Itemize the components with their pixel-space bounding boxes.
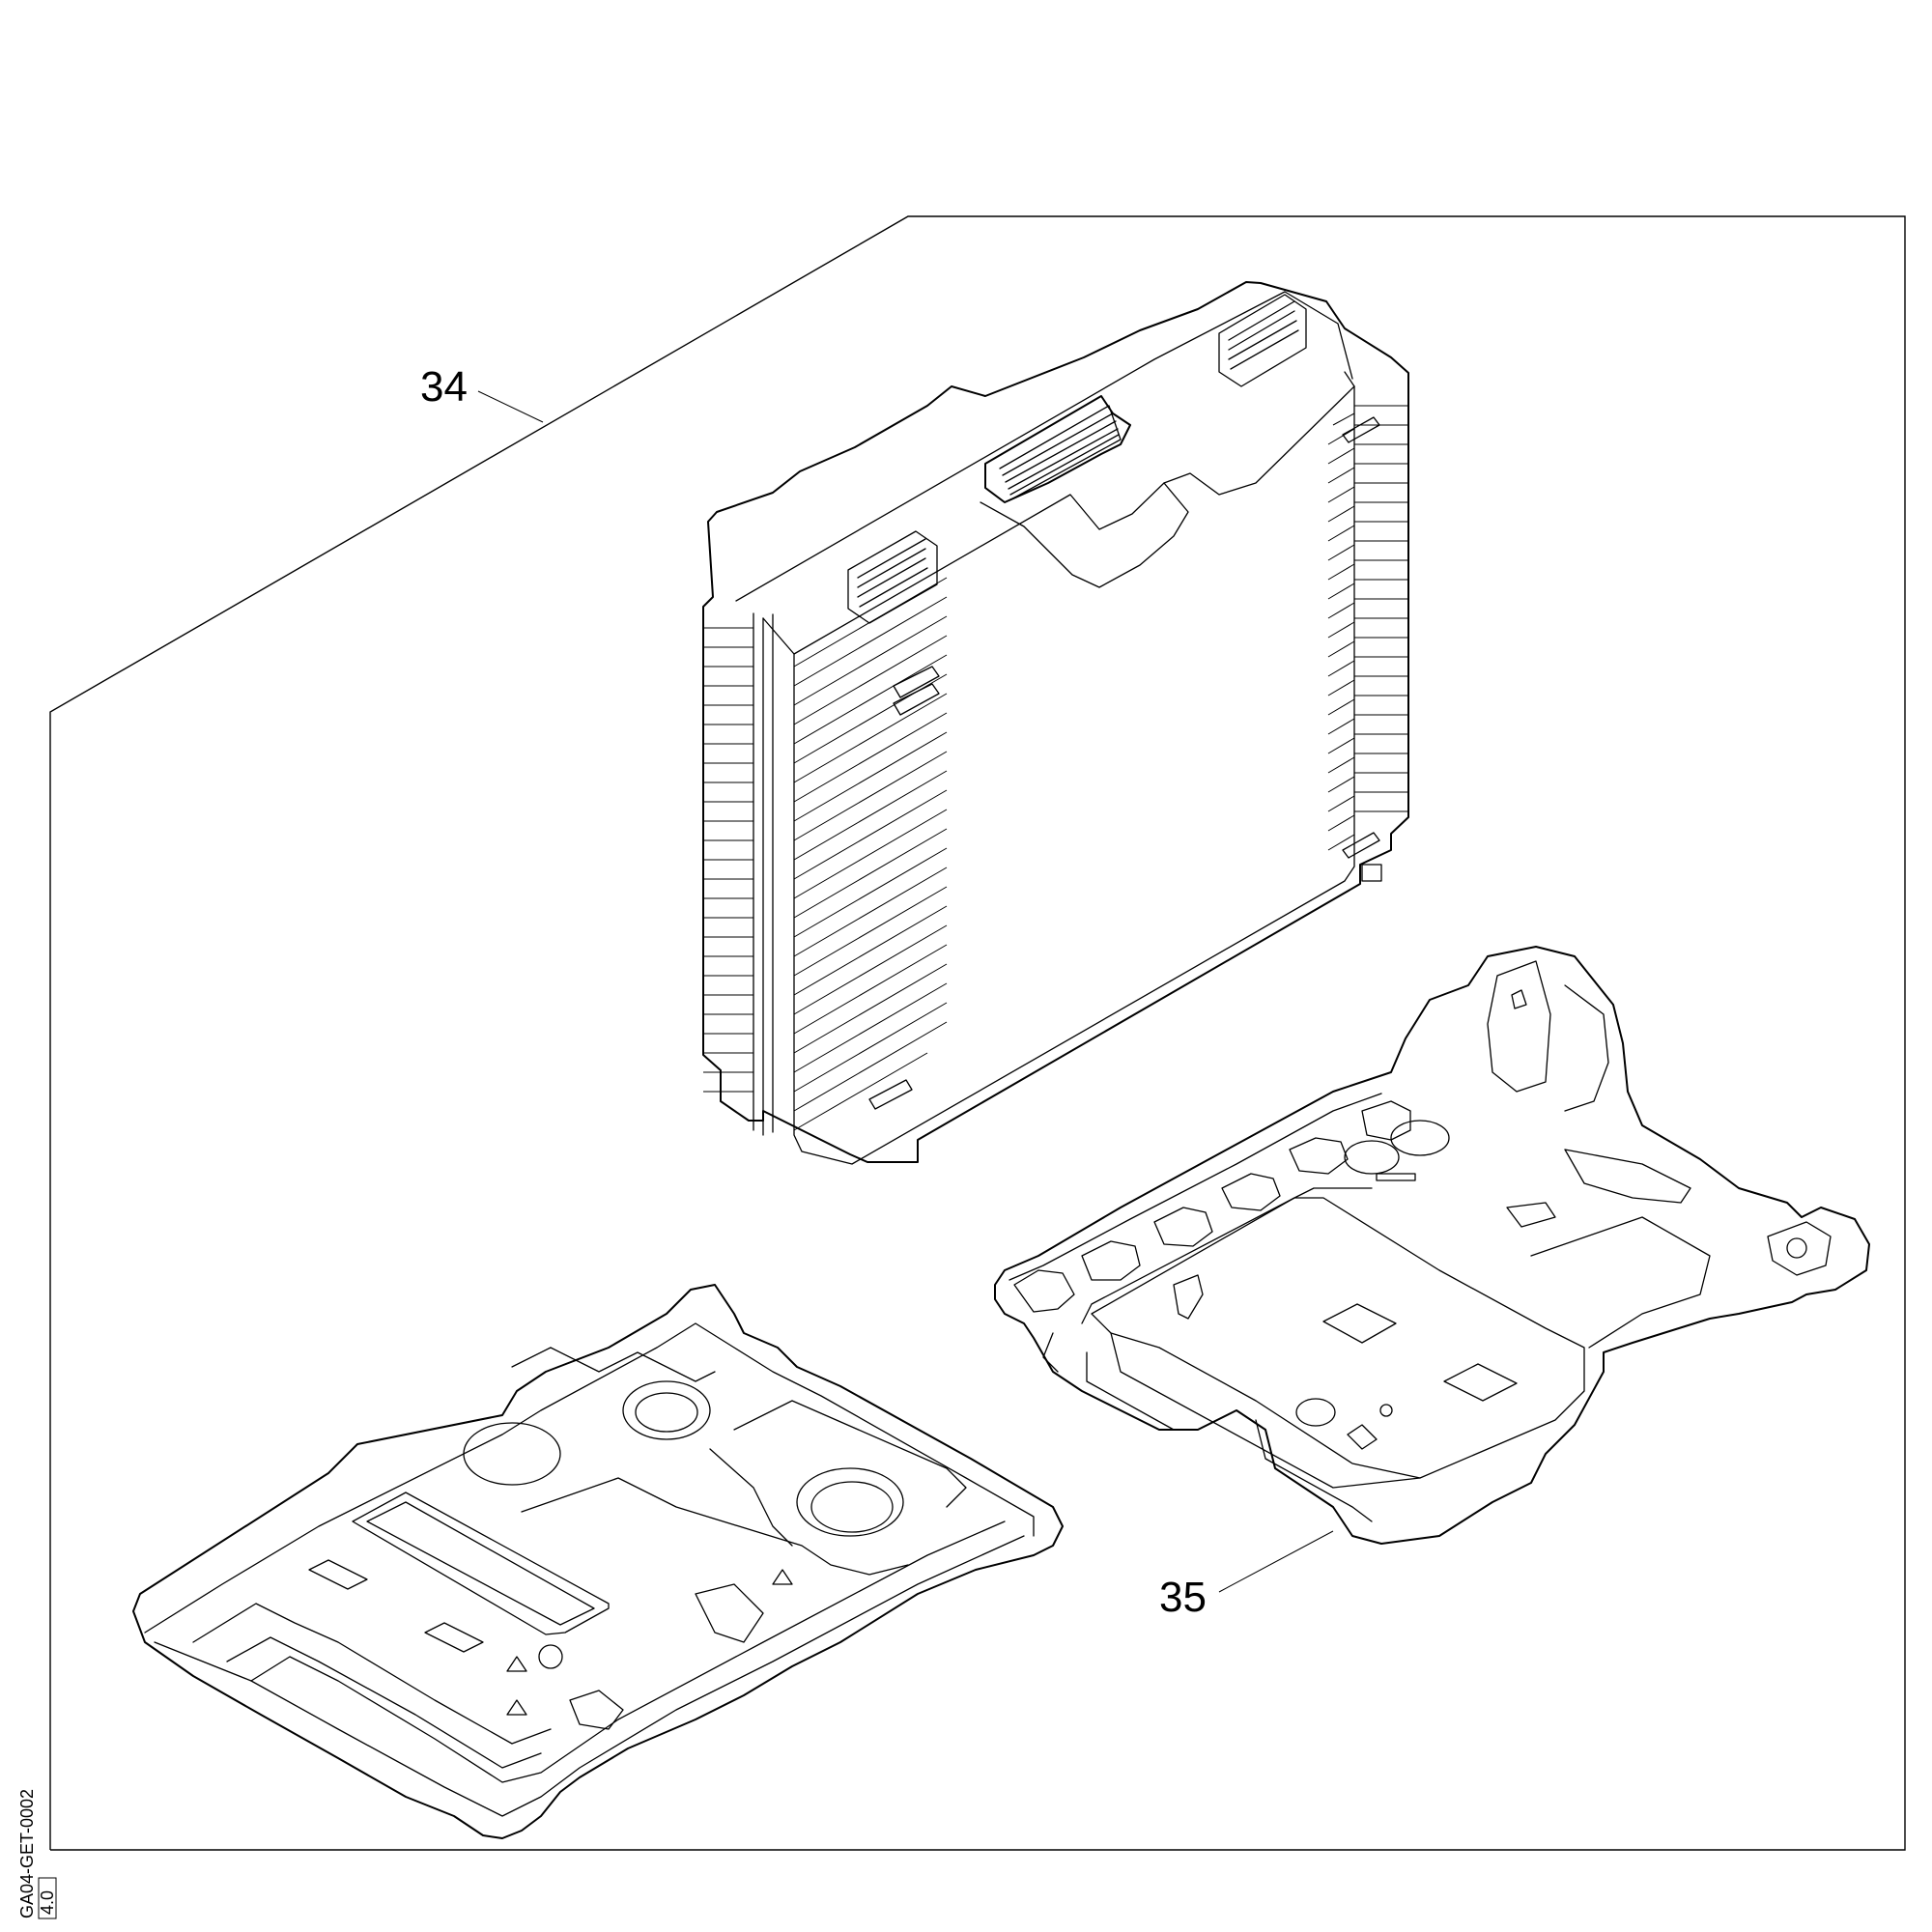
drawing-revision: 4.0 <box>38 1890 57 1915</box>
foam-insert-tray <box>994 946 1870 1545</box>
callout-35: 35 <box>1159 1530 1334 1621</box>
case-front-ribs <box>793 412 1355 1131</box>
carrying-case <box>702 281 1409 1165</box>
case-side-ribs <box>703 405 1408 1093</box>
callout-label-34: 34 <box>420 363 468 411</box>
callout-34: 34 <box>420 363 544 423</box>
assembly-frame <box>49 215 1906 1851</box>
foam-insert-lid <box>132 1284 1064 1839</box>
drawing-code: GA04-GET-0002 <box>17 1789 37 1918</box>
callout-label-35: 35 <box>1159 1574 1207 1621</box>
drawing-reference: GA04-GET-0002 4.0 <box>17 1789 57 1919</box>
